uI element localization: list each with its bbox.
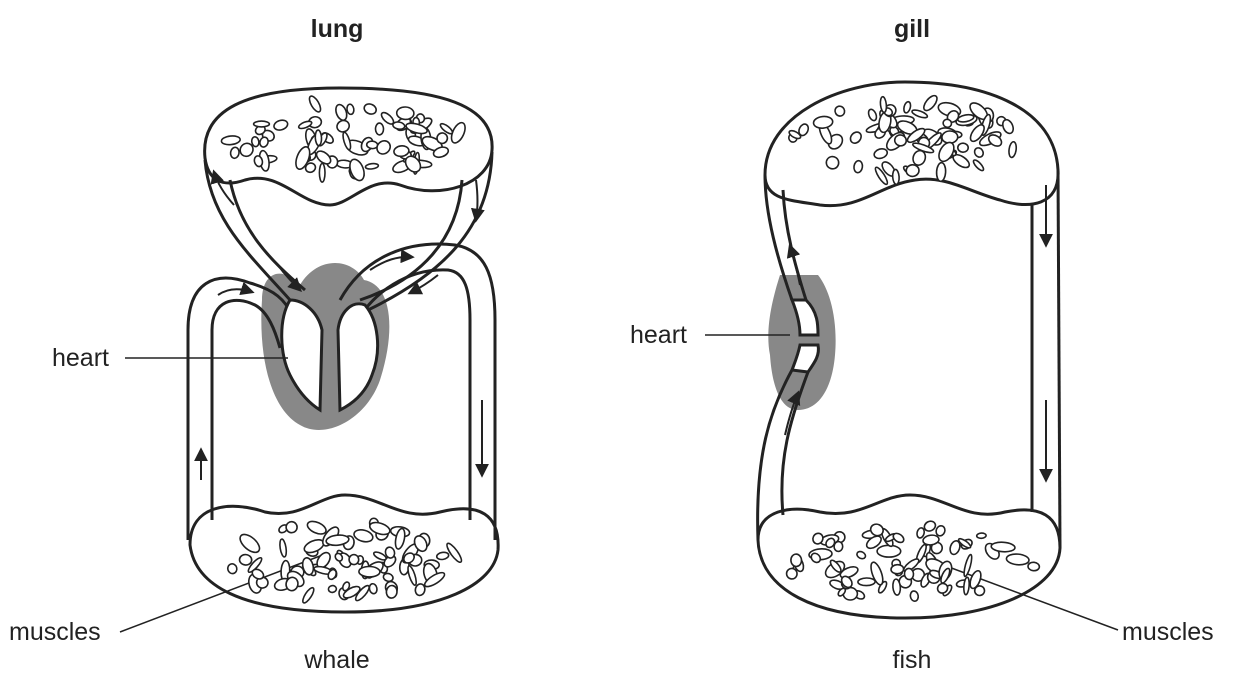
gill-cell xyxy=(906,164,920,177)
whale-muscle-cell xyxy=(349,554,359,565)
whale-muscle-cell xyxy=(239,554,252,566)
gill-cell xyxy=(936,162,946,181)
whale-muscle-cell xyxy=(386,585,398,599)
whale-muscle-cell xyxy=(286,521,298,533)
whale-muscle-cell xyxy=(328,585,337,593)
fish-muscle-cell xyxy=(977,533,987,539)
fish-heart-label: heart xyxy=(630,320,687,350)
lung-cell xyxy=(396,107,414,120)
whale-organ-title: lung xyxy=(311,14,364,44)
whale-caption: whale xyxy=(304,645,369,675)
fish-vessel-outer-right xyxy=(1058,170,1060,548)
fish-muscle-cell xyxy=(790,554,802,567)
fish-muscle-cell xyxy=(974,585,985,596)
fish-muscles-label: muscles xyxy=(1122,617,1214,647)
whale-arrow-top-left xyxy=(218,289,252,295)
lung-cell xyxy=(375,123,383,135)
fish-caption: fish xyxy=(893,645,932,675)
whale-arrow-top-right xyxy=(370,257,412,270)
fish-muscle-cell xyxy=(858,578,875,586)
gill-cell xyxy=(958,143,969,152)
whale-muscles-label: muscles xyxy=(9,617,101,647)
gill-cell xyxy=(892,169,899,184)
whale-muscle-cell xyxy=(359,566,380,577)
lung-cell xyxy=(254,121,270,127)
lung-cell xyxy=(365,163,379,170)
fish-muscle-cell xyxy=(904,568,914,580)
whale-pulmonary-vein-inner xyxy=(360,180,462,300)
fish-organ-title: gill xyxy=(894,14,930,44)
whale-arrow-pulmonary-down xyxy=(476,180,478,220)
fish-muscle-cell xyxy=(877,545,901,557)
lung-cell xyxy=(315,130,322,146)
fish-muscle-cell xyxy=(834,541,843,551)
whale-heart-label: heart xyxy=(52,343,109,373)
fish-muscle-cell xyxy=(1028,562,1040,572)
fish-muscle-cell xyxy=(891,564,904,574)
lung-cell xyxy=(319,164,325,183)
